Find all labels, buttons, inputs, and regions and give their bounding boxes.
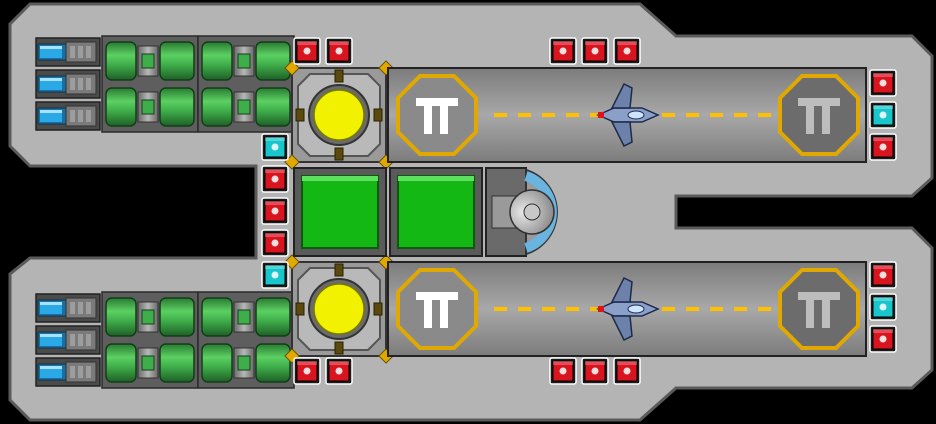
hangar-bays xyxy=(387,67,867,357)
fuel-tank-icon[interactable] xyxy=(101,35,199,133)
weapon-port-icon[interactable] xyxy=(549,357,577,385)
engine-nozzle-icon[interactable] xyxy=(35,293,101,323)
weapon-port-icon[interactable] xyxy=(869,325,897,353)
hangar-pad-icon[interactable] xyxy=(396,268,478,350)
cargo-room-icon[interactable] xyxy=(293,167,387,257)
ship-core xyxy=(293,167,558,257)
engine-nozzle-icon[interactable] xyxy=(35,37,101,67)
weapon-port-icon[interactable] xyxy=(293,37,321,65)
sensor-port-icon[interactable] xyxy=(869,101,897,129)
sensor-port-icon[interactable] xyxy=(261,261,289,289)
weapon-port-icon[interactable] xyxy=(325,357,353,385)
weapon-port-icon[interactable] xyxy=(613,37,641,65)
hangar-pad-icon[interactable] xyxy=(396,74,478,156)
sensor-port-icon[interactable] xyxy=(261,133,289,161)
engine-wings xyxy=(35,35,394,389)
weapon-port-icon[interactable] xyxy=(581,37,609,65)
engine-nozzle-icon[interactable] xyxy=(35,101,101,131)
fuel-tank-icon[interactable] xyxy=(197,291,295,389)
engine-nozzle-icon[interactable] xyxy=(35,325,101,355)
reactor-core-icon[interactable] xyxy=(284,254,394,364)
weapon-port-icon[interactable] xyxy=(549,37,577,65)
hangar-pad-icon[interactable] xyxy=(778,268,860,350)
fuel-tank-icon[interactable] xyxy=(101,291,199,389)
fighter-ship-icon[interactable] xyxy=(596,276,660,342)
hardpoints xyxy=(261,37,897,385)
weapon-port-icon[interactable] xyxy=(869,133,897,161)
weapon-port-icon[interactable] xyxy=(325,37,353,65)
weapon-port-icon[interactable] xyxy=(261,197,289,225)
weapon-port-icon[interactable] xyxy=(869,69,897,97)
hangar-pad-icon[interactable] xyxy=(778,74,860,156)
shield-generator-icon[interactable] xyxy=(485,167,558,257)
weapon-port-icon[interactable] xyxy=(293,357,321,385)
weapon-port-icon[interactable] xyxy=(581,357,609,385)
lower-hangar xyxy=(387,261,867,357)
engine-nozzle-icon[interactable] xyxy=(35,69,101,99)
weapon-port-icon[interactable] xyxy=(869,261,897,289)
weapon-port-icon[interactable] xyxy=(261,229,289,257)
upper-hangar xyxy=(387,67,867,163)
sensor-port-icon[interactable] xyxy=(869,293,897,321)
fuel-tank-icon[interactable] xyxy=(197,35,295,133)
weapon-port-icon[interactable] xyxy=(613,357,641,385)
cargo-room-icon[interactable] xyxy=(389,167,483,257)
fighter-ship-icon[interactable] xyxy=(596,82,660,148)
engine-nozzle-icon[interactable] xyxy=(35,357,101,387)
reactor-core-icon[interactable] xyxy=(284,60,394,170)
weapon-port-icon[interactable] xyxy=(261,165,289,193)
